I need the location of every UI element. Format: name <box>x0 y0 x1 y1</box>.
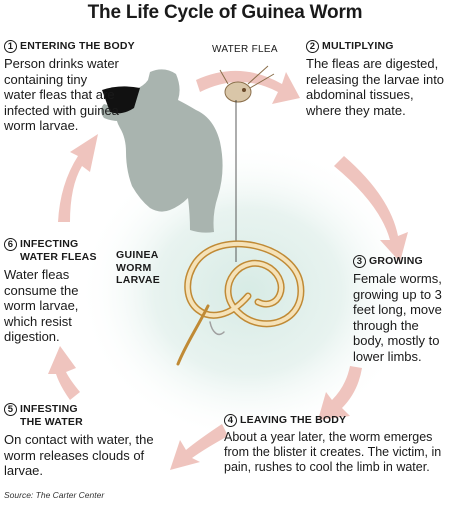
arrow-infecting-to-entering <box>58 134 98 222</box>
step-heading: LEAVING THE BODY <box>240 414 347 426</box>
step-number: 1 <box>4 40 17 53</box>
step-heading: ENTERING THE BODY <box>20 40 135 52</box>
water-flea-label: WATER FLEA <box>212 44 278 55</box>
page-title: The Life Cycle of Guinea Worm <box>87 2 363 23</box>
step-number: 5 <box>4 403 17 416</box>
arrow-growing-to-leaving <box>318 366 362 420</box>
step-body: The fleas are digested, releasing the la… <box>306 56 445 118</box>
cup <box>102 86 140 114</box>
larvae-label-line2: WORM <box>116 261 152 274</box>
step-heading: MULTIPLYING <box>322 40 394 52</box>
arrow-multiplying-to-growing <box>334 156 408 262</box>
guinea-worm-illustration <box>176 240 305 366</box>
arrow-infesting-to-infecting <box>48 346 80 400</box>
source-credit: Source: The Carter Center <box>4 490 105 500</box>
larvae-label-line1: GUINEA <box>116 249 159 261</box>
step-heading-line1: INFECTING <box>20 238 79 250</box>
water-flea-illustration <box>219 65 275 262</box>
step-heading-line2: THE WATER <box>20 416 83 428</box>
step-body: Female worms, growing up to 3 feet long,… <box>353 271 442 364</box>
step-heading: GROWING <box>369 255 423 267</box>
larvae-label-line3: LARVAE <box>116 274 160 286</box>
step-number: 6 <box>4 238 17 251</box>
step-number: 2 <box>306 40 319 53</box>
step-number: 4 <box>224 414 237 427</box>
arrow-leaving-to-infesting <box>170 424 228 470</box>
step-body: About a year later, the worm emerges fro… <box>224 430 442 474</box>
guinea-worm-larvae-label: GUINEA WORM LARVAE <box>116 249 160 287</box>
step-multiplying: 2 MULTIPLYING The fleas are digested, re… <box>306 40 448 118</box>
step-body: Person drinks water containing tiny wate… <box>4 56 119 133</box>
step-infecting-water-fleas: 6 INFECTING WATER FLEAS Water fleas cons… <box>4 238 104 345</box>
step-body: Water fleas consume the worm larvae, whi… <box>4 267 79 344</box>
cycle-arrows <box>48 70 408 470</box>
water-glow <box>78 142 418 442</box>
step-heading-line2: WATER FLEAS <box>20 251 97 263</box>
step-growing: 3 GROWING Female worms, growing up to 3 … <box>353 255 448 364</box>
step-entering-the-body: 1 ENTERING THE BODY Person drinks water … <box>4 40 154 134</box>
step-infesting-the-water: 5 INFESTING THE WATER On contact with wa… <box>4 403 154 479</box>
step-body: On contact with water, the worm releases… <box>4 432 154 478</box>
step-number: 3 <box>353 255 366 268</box>
arrow-flea-to-multiplying <box>196 70 300 104</box>
step-leaving-the-body: 4 LEAVING THE BODY About a year later, t… <box>224 414 446 475</box>
step-heading-line1: INFESTING <box>20 403 78 415</box>
